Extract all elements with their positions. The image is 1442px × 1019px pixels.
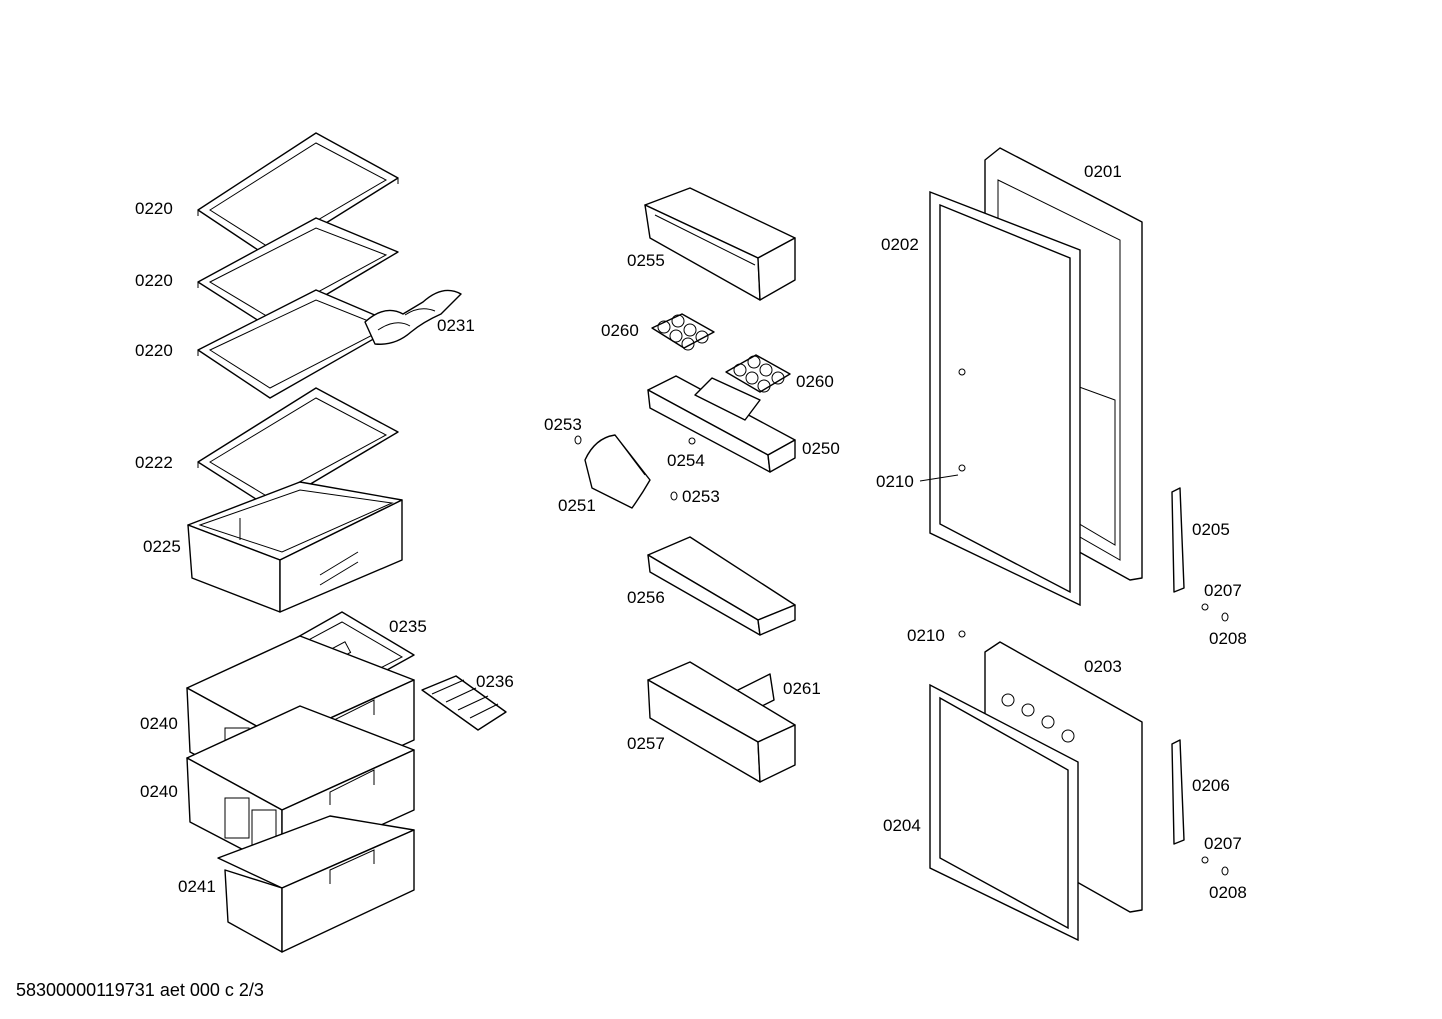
callout-0241: 0241 [178,877,216,896]
callout-0202: 0202 [881,235,919,254]
callout-0240-b: 0240 [140,782,178,801]
callout-0206: 0206 [1192,776,1230,795]
door-shelf-0256 [647,536,796,636]
freezer-door-gasket-0204 [929,683,1079,942]
leader-0210-a [919,474,959,482]
callout-0204: 0204 [883,816,921,835]
callout-0235: 0235 [389,617,427,636]
door-shelf-0250 [647,375,796,473]
callout-0220-c: 0220 [135,341,173,360]
screw-0207-b [1201,856,1209,864]
door-handle-0205 [1171,487,1185,593]
callout-0255: 0255 [627,251,665,270]
door-handle-0206 [1171,739,1185,845]
callout-0260-a: 0260 [601,321,639,340]
vegetable-container-0225 [187,481,403,613]
hinge-pin-0210-b [958,630,966,638]
hinge-pin-0210-a [958,368,966,472]
callout-0210-a: 0210 [876,472,914,491]
callout-0251: 0251 [558,496,596,515]
callout-0231: 0231 [437,316,475,335]
callout-0203: 0203 [1084,657,1122,676]
cap-0208-b [1221,866,1229,876]
pin-0253-b [670,491,678,501]
callout-0210-b: 0210 [907,626,945,645]
callout-0220-a: 0220 [135,199,173,218]
fridge-door-gasket-0202 [929,190,1081,607]
callout-0220-b: 0220 [135,271,173,290]
callout-0207-a: 0207 [1204,581,1242,600]
door-flap-0251 [584,434,651,509]
egg-tray-0260-b [725,354,791,393]
document-reference: 58300000119731 aet 000 c 2/3 [16,980,264,1000]
callout-0205: 0205 [1192,520,1230,539]
door-shelf-0257 [647,661,796,783]
freezer-drawer-0241 [217,815,415,953]
callout-0240-a: 0240 [140,714,178,733]
glass-shelf-0222 [197,387,399,509]
callout-0253-a: 0253 [544,415,582,434]
callout-0222: 0222 [135,453,173,472]
callout-0256: 0256 [627,588,665,607]
callout-0208-a: 0208 [1209,629,1247,648]
pin-0253-a [574,435,582,445]
callout-0201: 0201 [1084,162,1122,181]
callout-0254: 0254 [667,451,705,470]
egg-tray-0260-a [651,313,715,351]
callout-0236: 0236 [476,672,514,691]
bottle-rack-0231 [364,289,462,345]
callout-0208-b: 0208 [1209,883,1247,902]
callout-0250: 0250 [802,439,840,458]
ice-cube-tray-0236 [421,675,507,731]
callout-0225: 0225 [143,537,181,556]
callout-0261: 0261 [783,679,821,698]
callout-0207-b: 0207 [1204,834,1242,853]
callout-0253-b: 0253 [682,487,720,506]
glass-shelf-0220-b [197,217,399,329]
glass-shelf-0220-c [197,289,399,399]
pin-0254 [688,437,696,445]
screw-0207-a [1201,603,1209,611]
door-shelf-0255 [644,187,796,301]
glass-shelf-0220-a [197,132,399,259]
callout-0260-b: 0260 [796,372,834,391]
callout-0257: 0257 [627,734,665,753]
cap-0208-a [1221,612,1229,622]
